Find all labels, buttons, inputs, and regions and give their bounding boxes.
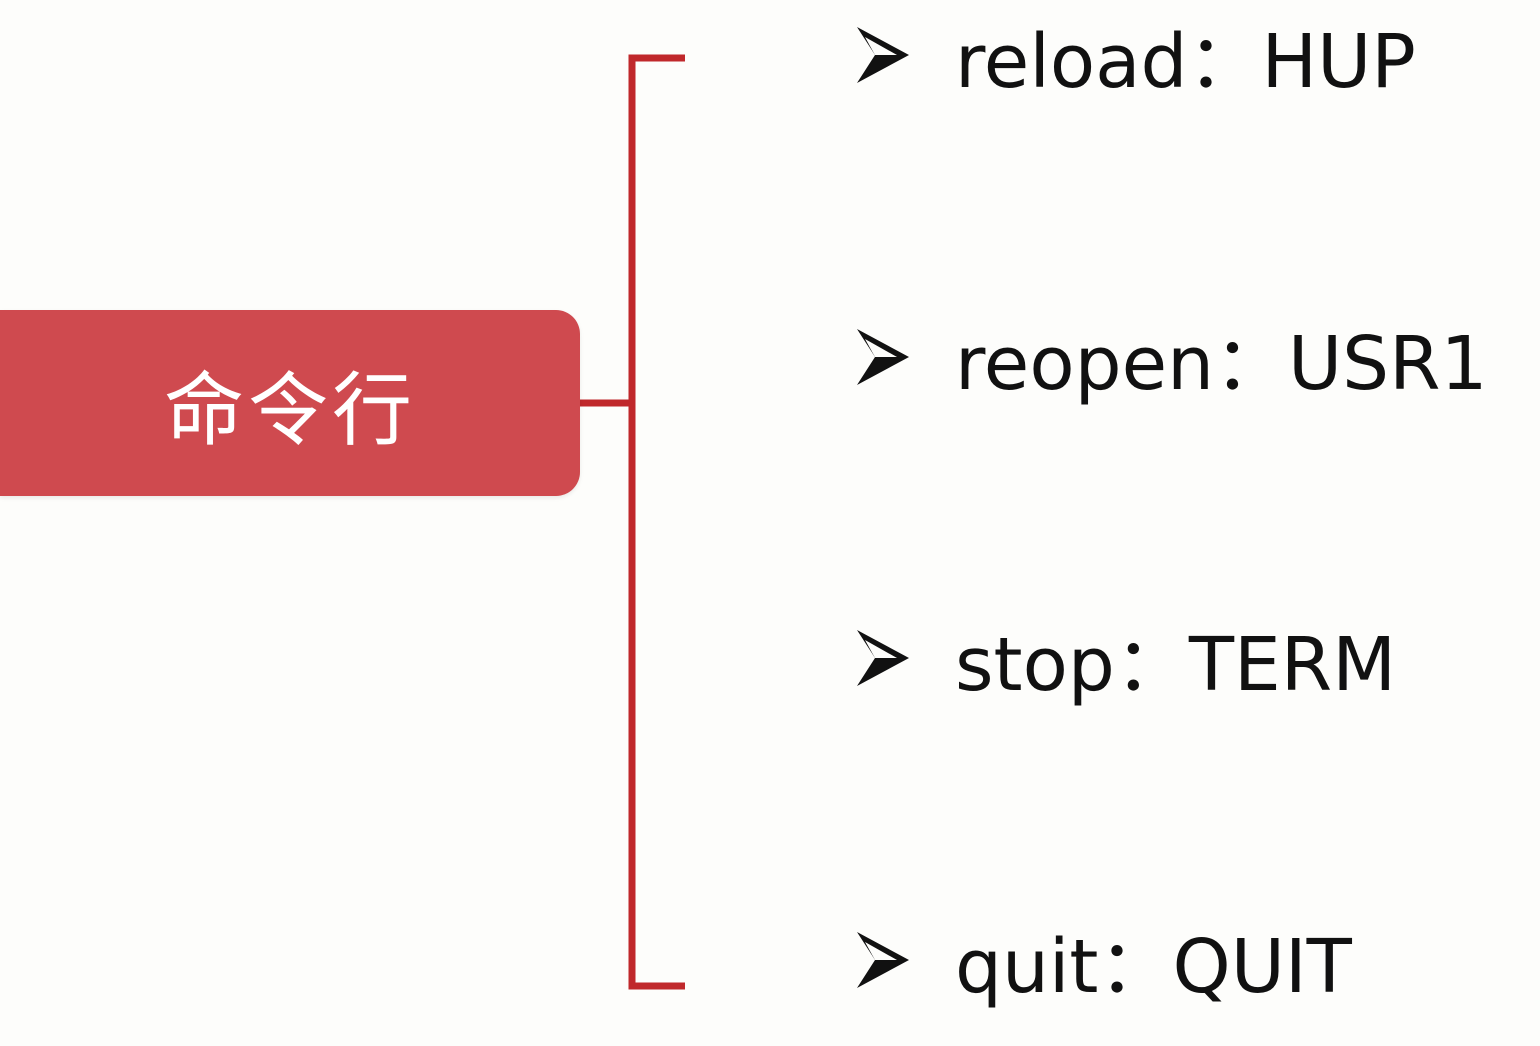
arrow-bullet-icon <box>857 630 909 686</box>
list-item: reload：HUP <box>855 0 1416 110</box>
list-item-text: stop：TERM <box>955 621 1397 708</box>
root-node: 命令行 <box>0 310 580 496</box>
arrow-bullet-icon <box>857 932 909 988</box>
root-node-label: 命令行 <box>164 364 416 457</box>
list-item: quit：QUIT <box>855 905 1352 1015</box>
arrow-bullet-icon <box>857 27 909 83</box>
arrow-bullet-icon <box>857 329 909 385</box>
list-item: stop：TERM <box>855 603 1396 713</box>
list-item: reopen：USR1 <box>855 302 1488 412</box>
list-item-text: reopen：USR1 <box>955 320 1488 407</box>
list-item-text: quit：QUIT <box>955 923 1352 1010</box>
list-item-text: reload：HUP <box>955 18 1416 105</box>
